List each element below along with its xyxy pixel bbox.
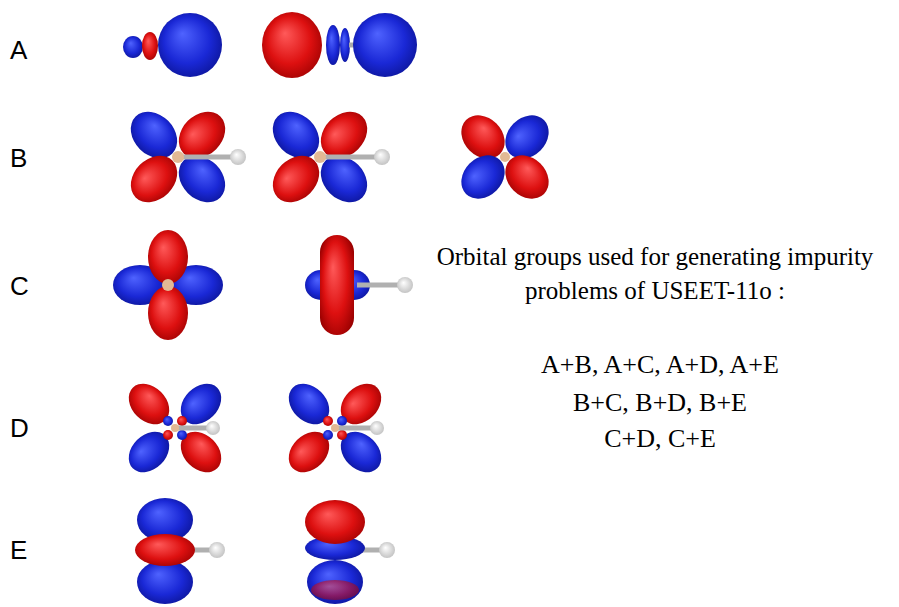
lobe (148, 230, 188, 284)
bond (320, 155, 378, 160)
orbital-a2 (262, 12, 417, 78)
bond (175, 426, 211, 431)
row-letter: C (10, 271, 40, 301)
lobe (137, 560, 193, 604)
lobe (135, 534, 195, 566)
atom (500, 152, 510, 162)
bond (178, 155, 234, 160)
row-letter: A (10, 35, 40, 65)
orbital-b3 (453, 107, 558, 208)
hydrogen-atom (230, 149, 246, 165)
lobe (281, 424, 338, 481)
orbital-a1 (123, 13, 222, 77)
bond (335, 426, 375, 431)
lobe (121, 424, 178, 481)
atom (314, 151, 326, 163)
orbital-e1 (135, 498, 225, 604)
group-list: B+C, B+D, B+E (430, 387, 890, 419)
heading-note: Orbital groups used for generating impur… (416, 240, 894, 308)
lobe (340, 28, 350, 62)
lobe (158, 13, 222, 77)
lobe (123, 36, 143, 58)
hydrogen-atom (374, 149, 390, 165)
orbital-d2 (281, 376, 390, 481)
orbital-d1 (121, 376, 230, 481)
hydrogen-atom (209, 542, 225, 558)
orbital-c1 (113, 230, 223, 340)
lobe (323, 416, 333, 426)
lobe (163, 416, 173, 426)
orbital-c2 (305, 235, 413, 335)
lobe (169, 146, 234, 211)
lobe (320, 235, 354, 335)
lobe (323, 430, 333, 440)
lobe (163, 430, 173, 440)
lobe (307, 560, 363, 604)
lobe (177, 416, 187, 426)
bond (357, 283, 401, 288)
lobe (305, 500, 365, 544)
lobe (453, 147, 514, 208)
lobe (173, 376, 230, 433)
lobe (263, 146, 328, 211)
lobe (353, 13, 417, 77)
hydrogen-atom (379, 542, 395, 558)
atom (162, 279, 174, 291)
lobe (177, 430, 187, 440)
lobe (326, 25, 340, 65)
row-letter: E (10, 535, 40, 565)
orbital-e2 (305, 500, 395, 604)
lobe (121, 146, 186, 211)
group-list: A+B, A+C, A+D, A+E (430, 349, 890, 381)
orbital-b1 (121, 102, 246, 211)
lobe (337, 416, 347, 426)
atom (331, 424, 339, 432)
lobe (262, 12, 322, 78)
atom (172, 151, 184, 163)
lobe (337, 430, 347, 440)
lobe (169, 102, 234, 167)
lobe (148, 286, 188, 340)
lobe (142, 32, 158, 60)
hydrogen-atom (206, 421, 220, 435)
group-list: C+D, C+E (430, 423, 890, 455)
lobe (281, 376, 338, 433)
lobe (173, 424, 230, 481)
orbital-b2 (263, 102, 390, 211)
hydrogen-atom (370, 421, 384, 435)
lobe (121, 376, 178, 433)
lobe (497, 147, 558, 208)
atom (171, 424, 179, 432)
row-letter: D (10, 413, 40, 443)
hydrogen-atom (397, 277, 413, 293)
lobe (311, 580, 359, 600)
row-letter: B (10, 143, 40, 173)
